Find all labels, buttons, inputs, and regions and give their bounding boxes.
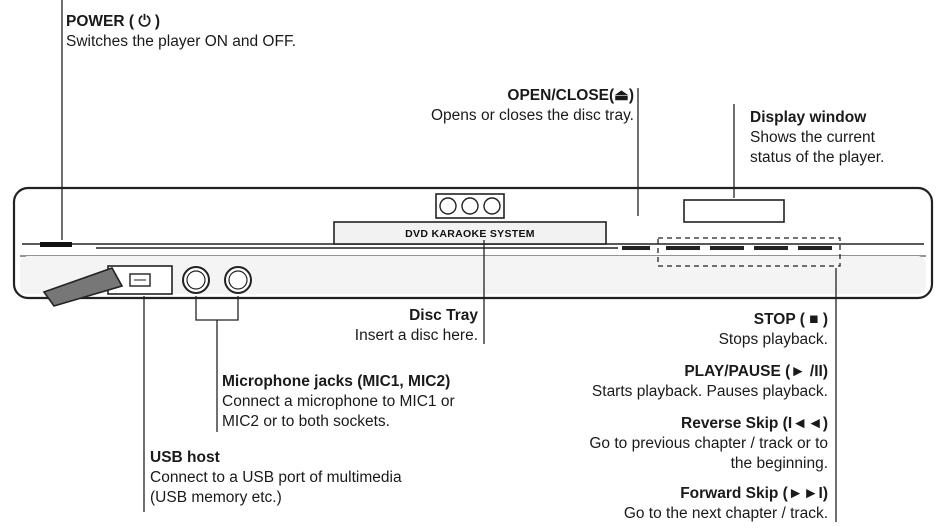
reverse-skip-button[interactable] bbox=[754, 246, 788, 250]
callout-microphone-jacks: Microphone jacks (MIC1, MIC2) Connect a … bbox=[222, 372, 455, 432]
callout-text: the beginning. bbox=[730, 455, 828, 472]
logo-circle bbox=[483, 197, 501, 215]
brand-label: DVD KARAOKE SYSTEM bbox=[405, 228, 535, 240]
mic2-jack-inner bbox=[228, 270, 248, 290]
callout-title: Reverse Skip (I◄◄) bbox=[681, 415, 828, 432]
controls-dashed-box bbox=[657, 237, 841, 267]
leader-lines bbox=[61, 0, 837, 522]
callout-title: POWER ( ⏻ ) bbox=[66, 13, 161, 30]
callout-text: status of the player. bbox=[750, 149, 885, 166]
callout-disc-tray: Disc Tray Insert a disc here. bbox=[355, 306, 478, 346]
play-pause-button[interactable] bbox=[666, 246, 700, 250]
disc-tray[interactable] bbox=[333, 221, 607, 245]
callout-text: Connect a microphone to MIC1 or bbox=[222, 393, 455, 410]
logo-circle bbox=[439, 197, 457, 215]
leader-line-mic bbox=[195, 296, 239, 321]
display-window bbox=[683, 199, 785, 223]
callout-text: (USB memory etc.) bbox=[150, 489, 282, 506]
callout-power: POWER ( ⏻ ) Switches the player ON and O… bbox=[66, 12, 296, 52]
callout-text: Opens or closes the disc tray. bbox=[430, 107, 634, 124]
callout-title: Forward Skip (►►I) bbox=[680, 485, 828, 502]
callout-stop: STOP ( ■ ) Stops playback. bbox=[719, 310, 828, 350]
open-close-button[interactable] bbox=[622, 246, 650, 250]
usb-flash-drive bbox=[42, 267, 124, 307]
callout-title: Microphone jacks (MIC1, MIC2) bbox=[222, 373, 451, 390]
callout-forward-skip: Forward Skip (►►I) Go to the next chapte… bbox=[624, 484, 828, 524]
callout-title: USB host bbox=[150, 449, 220, 466]
mic1-jack-inner bbox=[186, 270, 206, 290]
callout-title: Display window bbox=[750, 109, 867, 126]
callout-text: Stops playback. bbox=[718, 331, 828, 348]
callout-text: MIC2 or to both sockets. bbox=[222, 413, 390, 430]
callout-text: Insert a disc here. bbox=[354, 327, 478, 344]
callout-text: Go to the next chapter / track. bbox=[623, 505, 828, 522]
power-button[interactable] bbox=[40, 242, 72, 247]
callout-title: PLAY/PAUSE (► /II) bbox=[684, 363, 828, 380]
callout-text: Shows the current bbox=[750, 129, 875, 146]
callout-open-close: OPEN/CLOSE(⏏) Opens or closes the disc t… bbox=[431, 86, 634, 126]
callout-text: Go to previous chapter / track or to bbox=[589, 435, 828, 452]
forward-skip-button[interactable] bbox=[798, 246, 832, 250]
callout-title: Disc Tray bbox=[409, 307, 478, 324]
callout-usb-host: USB host Connect to a USB port of multim… bbox=[150, 448, 402, 508]
callout-display-window: Display window Shows the current status … bbox=[750, 108, 884, 168]
callout-text: Connect to a USB port of multimedia bbox=[150, 469, 402, 486]
callout-play-pause: PLAY/PAUSE (► /II) Starts playback. Paus… bbox=[592, 362, 828, 402]
callout-title: STOP ( ■ ) bbox=[753, 311, 828, 328]
callout-title: OPEN/CLOSE(⏏) bbox=[507, 87, 634, 104]
callout-text: Switches the player ON and OFF. bbox=[66, 33, 297, 50]
callout-text: Starts playback. Pauses playback. bbox=[591, 383, 828, 400]
callout-reverse-skip: Reverse Skip (I◄◄) Go to previous chapte… bbox=[589, 414, 828, 474]
logo-circle bbox=[461, 197, 479, 215]
stop-button[interactable] bbox=[710, 246, 744, 250]
